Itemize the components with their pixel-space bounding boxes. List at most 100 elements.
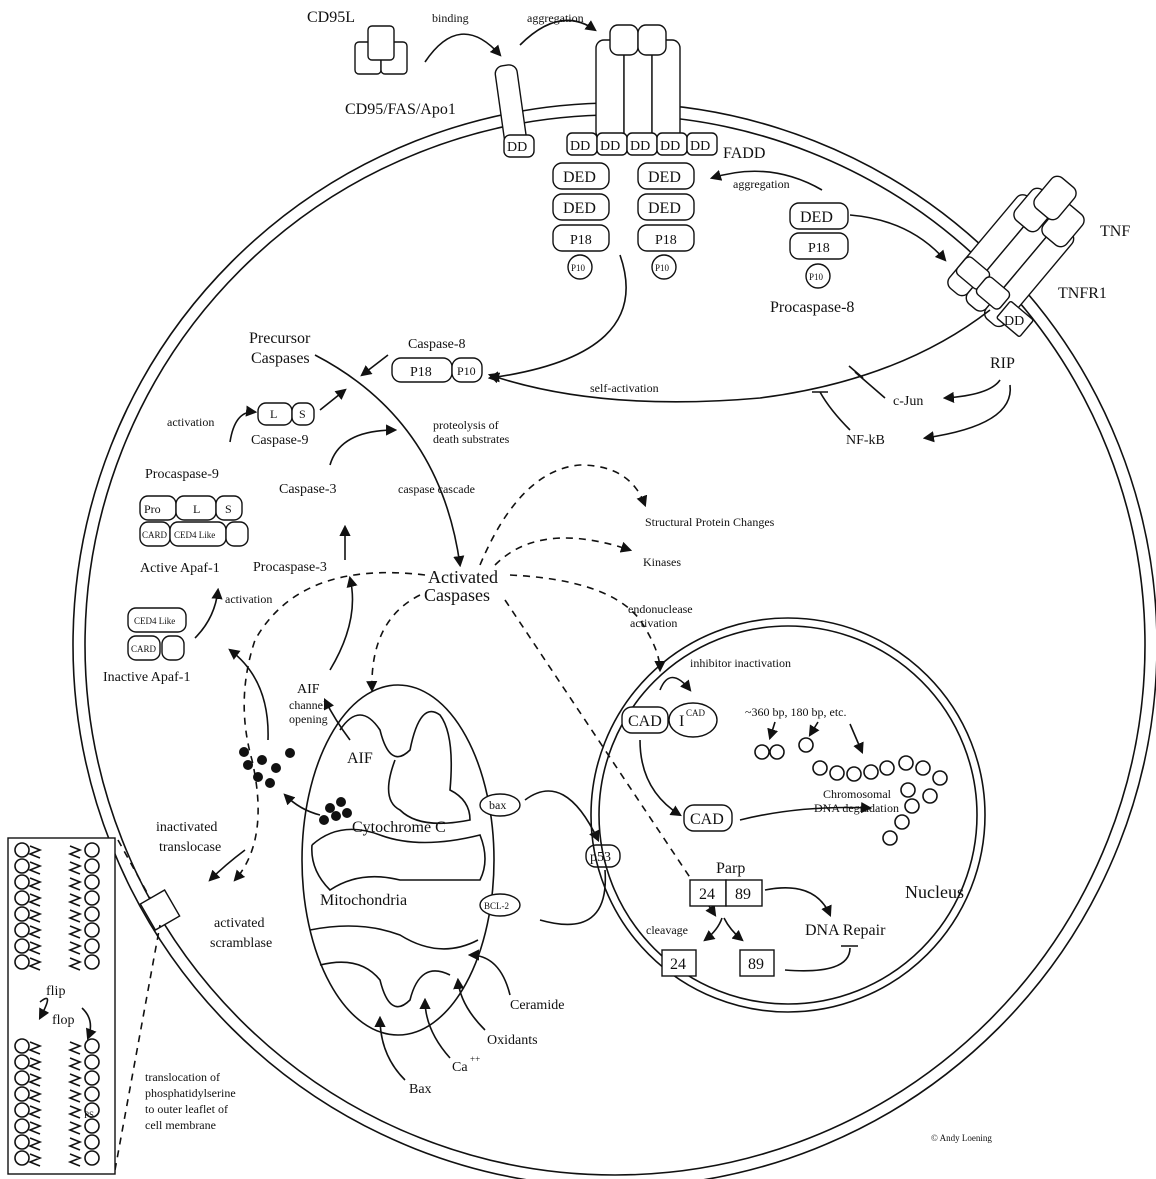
- to-scramblase-dash: [233, 571, 426, 882]
- aggregation-top-arrow: [519, 19, 597, 46]
- parp-fragment-89: 89: [739, 949, 775, 977]
- precursor-to-activated-arrow: [314, 354, 465, 568]
- cjun-label: c-Jun: [893, 394, 923, 409]
- flop-arrow: [81, 1007, 97, 1041]
- svg-text:CED4 Like: CED4 Like: [134, 616, 175, 626]
- svg-text:P10: P10: [571, 263, 586, 273]
- bax-protein: bax: [479, 793, 521, 817]
- procaspase8-label: Procaspase-8: [770, 299, 854, 316]
- tnfr1-to-caspase8-arrow: [487, 309, 991, 403]
- bax-stimulus-label: Bax: [409, 1082, 432, 1097]
- bcl2-protein: BCL-2: [479, 893, 521, 917]
- inactive-apaf1-label: Inactive Apaf-1: [103, 670, 190, 685]
- cytochrome-c-dots-released: [239, 747, 295, 788]
- activation-top-label: activation: [167, 415, 214, 429]
- cd95-receptor-trimer: [595, 24, 681, 141]
- chromosomal-label-1: Chromosomal: [823, 787, 892, 801]
- caspase3-label: Caspase-3: [279, 482, 337, 497]
- to-endonuclease-dash: [509, 574, 666, 673]
- cd95l-label: CD95L: [307, 9, 355, 26]
- structural-protein-changes-label: Structural Protein Changes: [645, 515, 775, 529]
- to-structural-dash: [479, 464, 648, 566]
- svg-text:DED: DED: [563, 169, 596, 186]
- inhibitor-inactivation-arrow: [659, 676, 692, 692]
- svg-text:L: L: [193, 502, 200, 516]
- svg-text:DD: DD: [630, 139, 650, 154]
- bax-arrow: [374, 1015, 406, 1081]
- svg-text:CED4 Like: CED4 Like: [174, 530, 215, 540]
- disc-stack-right: DED DED P18 P10: [637, 162, 695, 280]
- svg-text:Pro: Pro: [144, 502, 161, 516]
- svg-text:DED: DED: [648, 169, 681, 186]
- mitochondrion-outer: [301, 684, 495, 1036]
- cleavage-right-arrow: [723, 917, 744, 942]
- p53-to-bax-arrow: [524, 790, 600, 843]
- active-apaf1-label: Active Apaf-1: [140, 561, 220, 576]
- svg-text:P10: P10: [457, 364, 476, 378]
- svg-text:24: 24: [670, 956, 686, 973]
- translocation-label-2: phosphatidylserine: [145, 1086, 236, 1100]
- zoom-line-bottom: [114, 924, 161, 1171]
- p53-inhibit-bcl2: [539, 861, 614, 926]
- parp-intact: 24 89: [689, 879, 763, 907]
- cytochrome-c-label: Cytochrome C: [352, 819, 446, 836]
- cd95-fas-apo1-label: CD95/FAS/Apo1: [345, 101, 456, 118]
- tnf-trimer: [1013, 175, 1085, 248]
- aggregation-right-arrow: [709, 169, 823, 191]
- channel-opening-label-1: channel: [289, 698, 327, 712]
- ceramide-label: Ceramide: [510, 998, 564, 1013]
- tnf-label: TNF: [1100, 223, 1130, 240]
- cyto-to-apaf-arrow: [228, 648, 269, 741]
- binding-arrow: [424, 33, 502, 63]
- cad-active: CAD: [683, 804, 733, 832]
- caspase3-to-proteolysis-arrow: [329, 424, 398, 466]
- cd95l-trimer: [354, 25, 408, 75]
- svg-text:DD: DD: [507, 140, 527, 155]
- nfkb-inhibit: [812, 391, 851, 431]
- caspase8-label: Caspase-8: [408, 337, 466, 352]
- disc-stack-left: DED DED P18 P10: [552, 162, 610, 280]
- endonuclease-label-1: endonuclease: [628, 602, 693, 616]
- caspase9-label: Caspase-9: [251, 433, 309, 448]
- caspase9-activation-arrow: [229, 405, 258, 443]
- svg-text:S: S: [225, 502, 232, 516]
- membrane-inset: [7, 837, 116, 1175]
- to-mito-dash: [366, 594, 421, 693]
- parp-fragment-24: 24: [661, 949, 697, 977]
- channel-opening-label-2: opening: [289, 712, 328, 726]
- to-parp-dash: [504, 599, 717, 917]
- fadd-label: FADD: [723, 145, 765, 162]
- ceramide-arrow: [467, 949, 511, 996]
- proteolysis-label-2: death substrates: [433, 432, 510, 446]
- lipid-bilayer-top: [14, 842, 100, 971]
- nucleus-outer: [590, 617, 986, 1013]
- kinases-label: Kinases: [643, 555, 681, 569]
- svg-text:24: 24: [699, 886, 715, 903]
- activated-scramblase-label-1: activated: [214, 916, 265, 931]
- disc-to-caspase8-arrow: [487, 254, 627, 383]
- procaspase9-label: Procaspase-9: [145, 467, 219, 482]
- procaspase8-free: DED P18 P10: [789, 202, 849, 289]
- translocation-label-1: translocation of: [145, 1070, 220, 1084]
- svg-text:S: S: [299, 407, 306, 421]
- nucleus-inner: [598, 625, 978, 1005]
- cad-to-dna-arrow: [739, 802, 873, 821]
- svg-text:P10: P10: [655, 263, 670, 273]
- tnfr1-label: TNFR1: [1058, 285, 1107, 302]
- aif-to-procaspase3-arrow: [329, 575, 358, 671]
- flip-arrow: [38, 997, 50, 1020]
- svg-text:CAD: CAD: [628, 713, 662, 730]
- zoom-line-top: [117, 839, 151, 899]
- inhibitor-inactivation-label: inhibitor inactivation: [690, 656, 791, 670]
- apaf1-activation-arrow: [194, 587, 223, 639]
- svg-text:DD: DD: [570, 139, 590, 154]
- svg-text:I: I: [679, 713, 684, 730]
- translocation-label-3: to outer leaflet of: [145, 1102, 228, 1116]
- cytochrome-c-dots-inside: [319, 797, 352, 825]
- svg-text:P18: P18: [808, 241, 830, 256]
- caspase-cascade-label: caspase cascade: [398, 482, 475, 496]
- cleavage-left-arrow: [703, 917, 723, 942]
- channel-arrow: [323, 697, 351, 741]
- cjun-inhibit: [848, 365, 886, 399]
